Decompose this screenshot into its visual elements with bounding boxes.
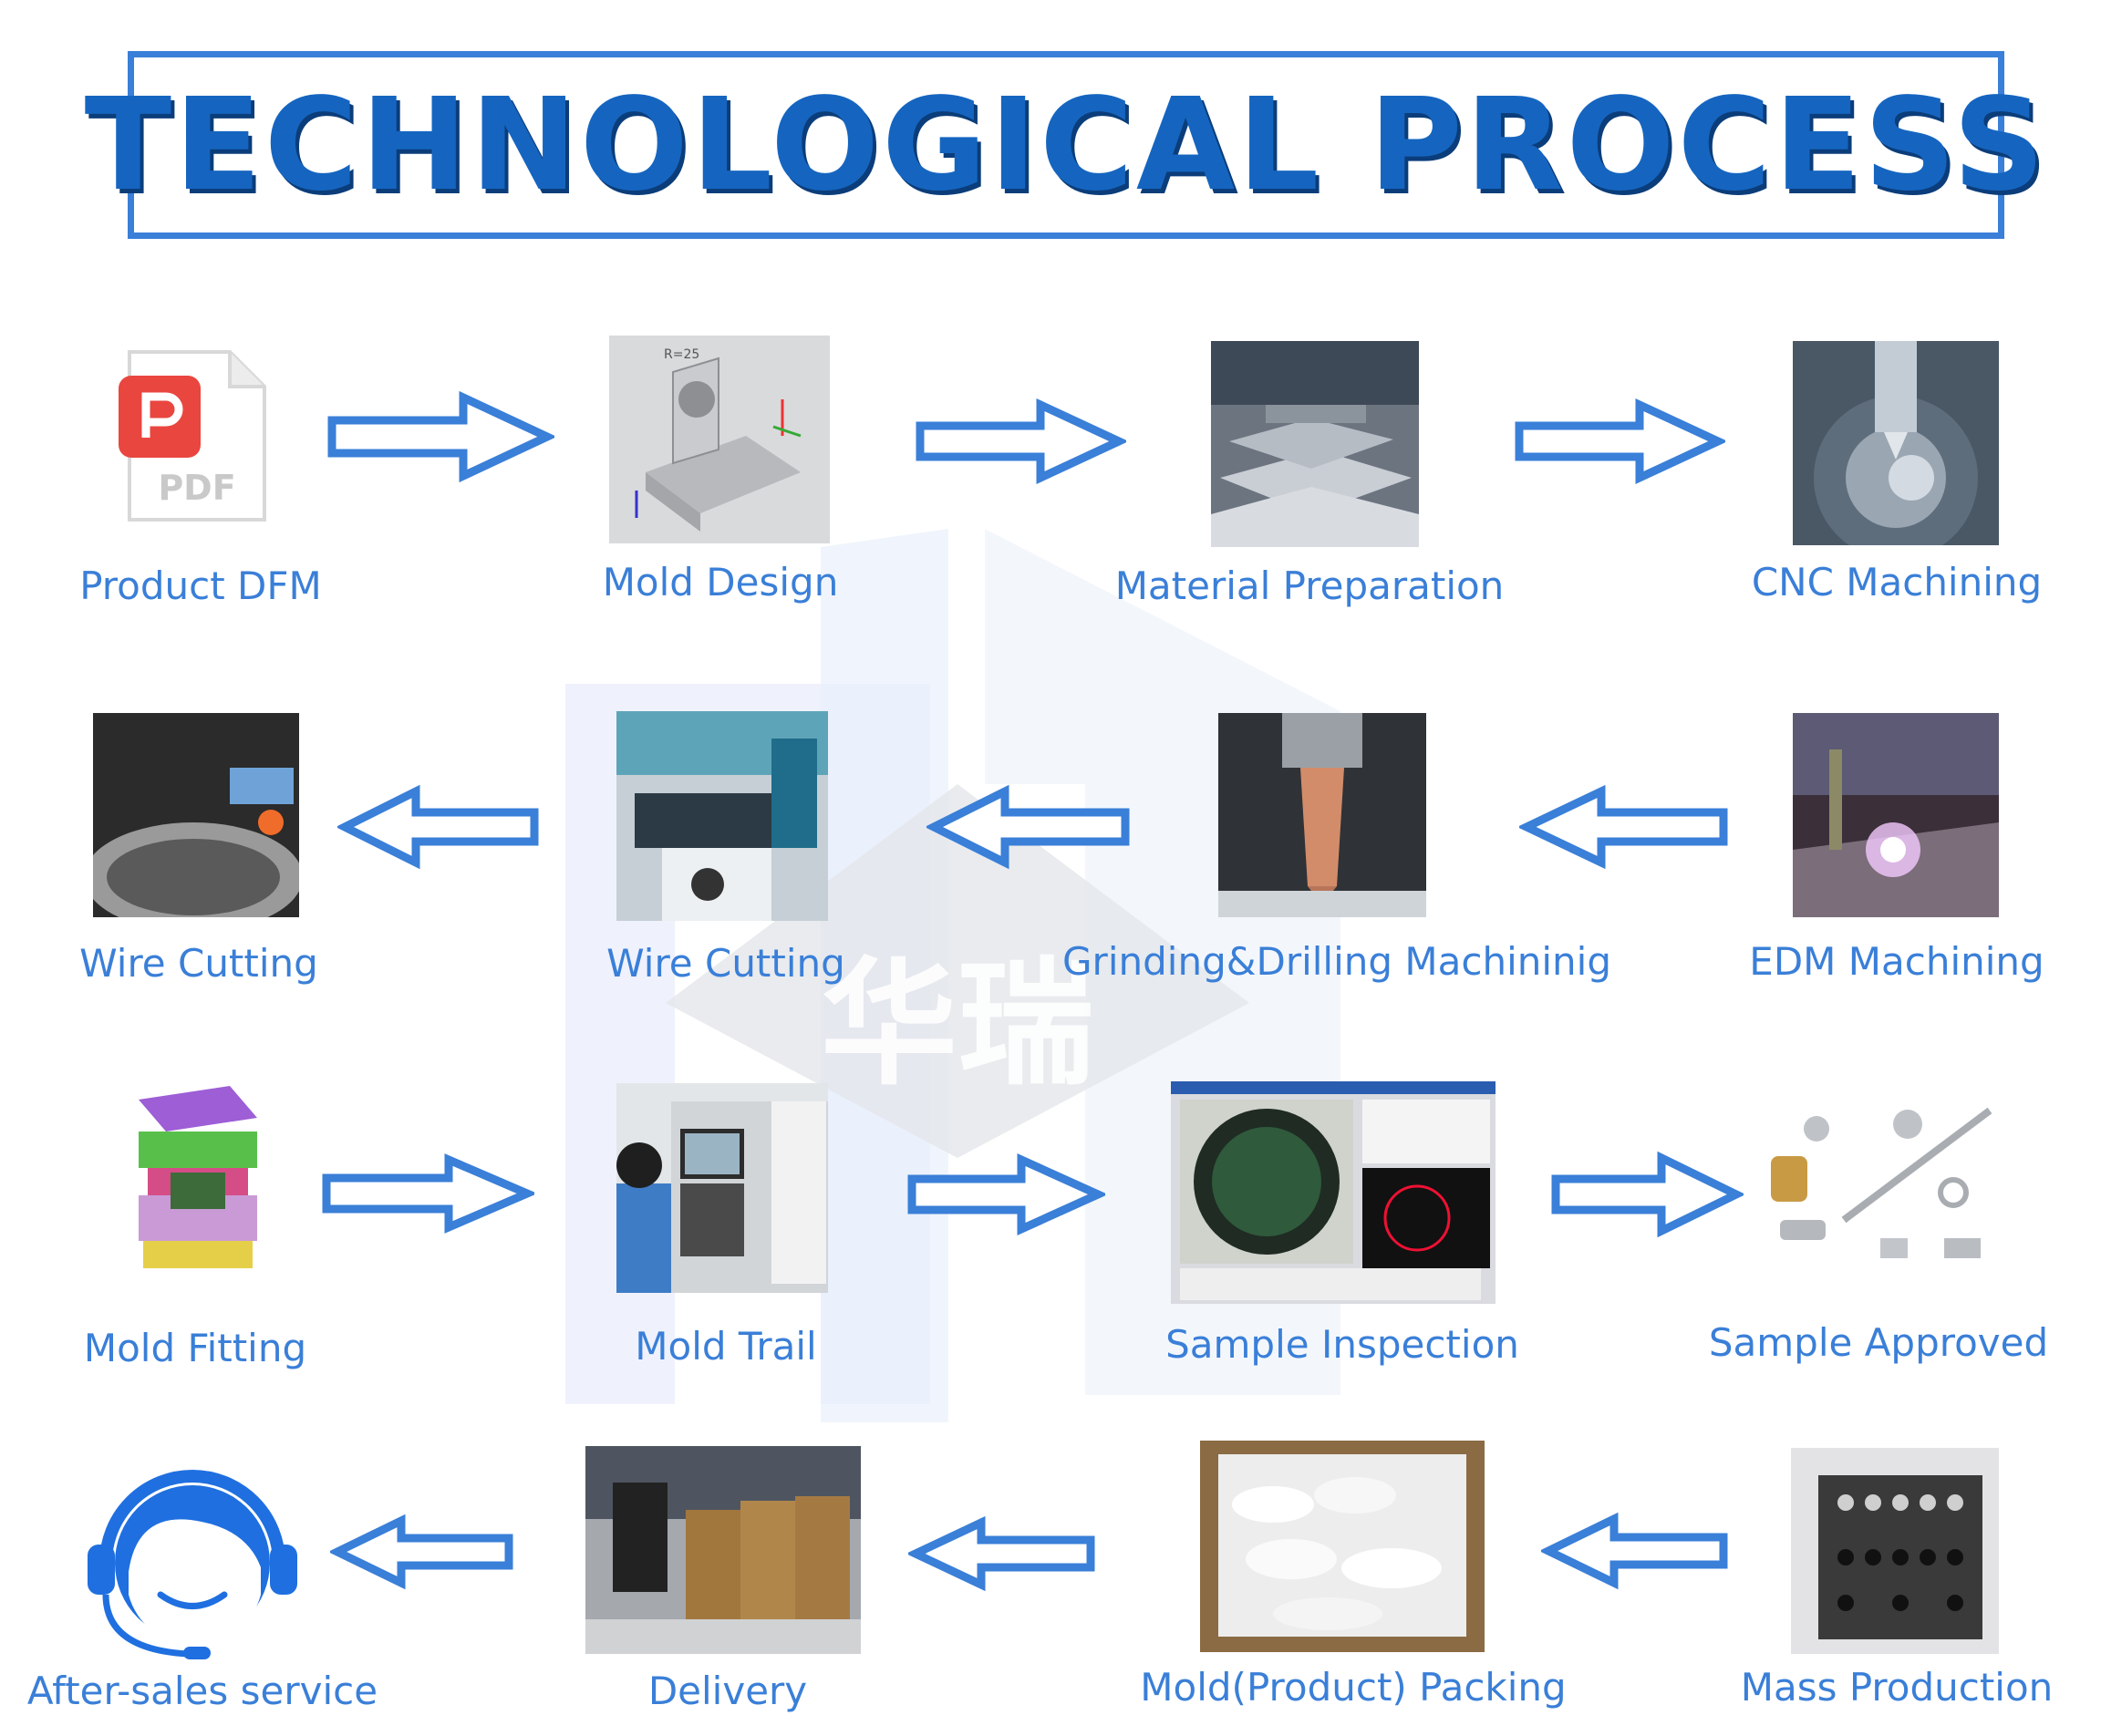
packed-box-photo (1200, 1441, 1485, 1652)
step-label: Sample Inspection (1165, 1322, 1519, 1367)
edm-sparks-photo (1793, 713, 1999, 917)
wire-cutting-machine-photo (616, 711, 828, 921)
step-label: Wire Cutting (606, 941, 845, 986)
arrow-left-icon (908, 1515, 1095, 1592)
title-frame: TECHNOLOGICAL PROCESS (85, 51, 2044, 239)
arrow-right-icon (322, 1153, 534, 1234)
svg-text:R=25: R=25 (664, 347, 699, 362)
arrow-right-icon (327, 390, 554, 483)
arrow-left-icon (926, 784, 1130, 870)
cnc-spindle-photo (1793, 341, 1999, 545)
mold-assembly-render (120, 1081, 274, 1278)
svg-text:PDF: PDF (158, 468, 235, 508)
arrow-right-icon (916, 398, 1126, 485)
watermark-text: 华瑞 (821, 946, 1094, 1104)
machine-operator-photo (616, 1083, 828, 1293)
step-label: Sample Approved (1708, 1320, 2049, 1365)
step-label: After-sales service (26, 1669, 378, 1713)
step-label: Mold(Product) Packing (1140, 1665, 1567, 1710)
page-title: TECHNOLOGICAL PROCESS (84, 70, 2048, 220)
step-label: Mass Production (1740, 1665, 2054, 1710)
arrow-left-icon (337, 784, 539, 870)
step-label: Wire Cutting (79, 941, 318, 986)
produced-parts-photo (1791, 1448, 1999, 1654)
cutting-wheel-photo (93, 713, 299, 917)
machined-parts-photo (1762, 1101, 2008, 1275)
drill-bit-photo (1218, 713, 1426, 917)
inspection-screen-photo (1171, 1081, 1496, 1304)
step-label: Delivery (647, 1669, 808, 1713)
step-label: Mold Design (602, 560, 839, 604)
arrow-right-icon (907, 1153, 1105, 1235)
headset-agent-icon (78, 1435, 306, 1667)
step-label: Material Preparation (1114, 563, 1505, 608)
step-label: Mold Fitting (83, 1326, 307, 1370)
arrow-left-icon (330, 1514, 513, 1590)
arrow-right-icon (1515, 398, 1725, 485)
arrow-left-icon (1519, 784, 1728, 870)
step-label: EDM Machining (1749, 939, 2044, 984)
arrow-right-icon (1551, 1151, 1744, 1238)
arrow-left-icon (1541, 1512, 1728, 1590)
metal-plates-photo (1211, 341, 1419, 547)
step-label: Grinding&Drilling Machininig (1062, 939, 1611, 984)
step-label: Mold Trail (635, 1324, 817, 1369)
warehouse-pallets-photo (585, 1446, 861, 1654)
cad-drawing-photo: R=25 (609, 336, 830, 543)
pdf-document-icon: PDF (119, 346, 274, 529)
step-label: Product DFM (79, 563, 322, 608)
step-label: CNC Machining (1751, 560, 2043, 604)
